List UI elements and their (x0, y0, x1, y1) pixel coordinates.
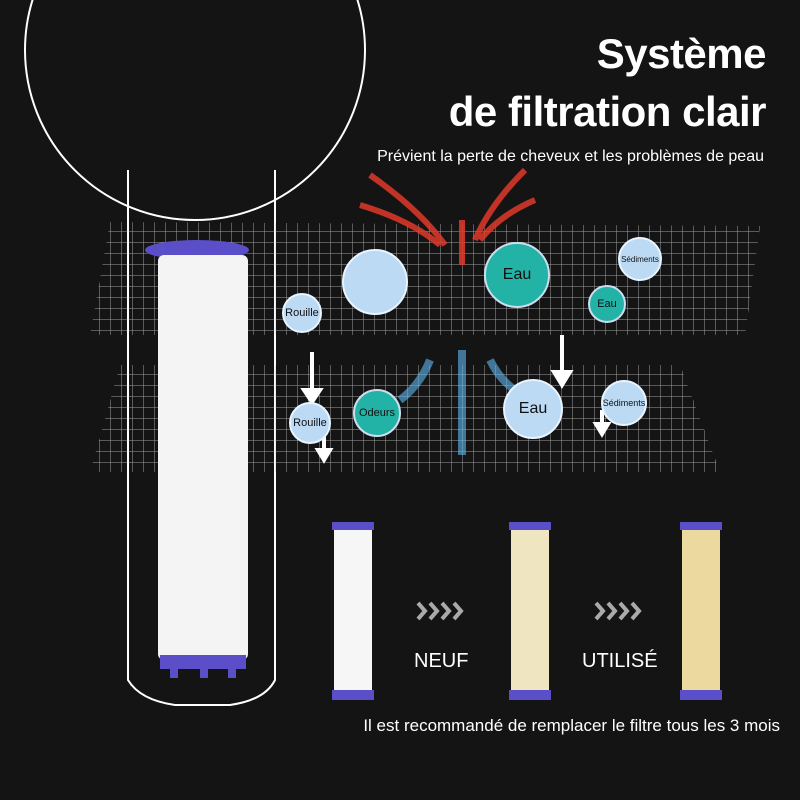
water-bubble-small: Eau (588, 285, 626, 323)
sediments-bubble-top: Sédiments (618, 237, 662, 281)
label-used: UTILISÉ (582, 650, 658, 672)
rust-bubble-bottom: Rouille (289, 402, 331, 444)
label-new: NEUF (414, 650, 469, 672)
filter-cartridge-main (145, 240, 249, 678)
title-line-2: de filtration clair (448, 88, 767, 135)
sediments-bubble-bottom: Sédiments (601, 380, 647, 426)
subtitle: Prévient la perte de cheveux et les prob… (377, 148, 764, 165)
filter-partially-used (509, 522, 551, 700)
filter-new (332, 522, 374, 700)
replacement-note: Il est recommandé de remplacer le filtre… (363, 716, 780, 735)
filter-used (680, 522, 722, 700)
water-bubble-bottom: Eau (503, 379, 563, 439)
incoming-arrows (359, 167, 537, 265)
water-bubble-large: Eau (484, 242, 550, 308)
white-down-arrows (300, 335, 612, 464)
shower-head-outline (24, 0, 366, 706)
odors-bubble: Odeurs (353, 389, 401, 437)
particle-bubble (342, 249, 408, 315)
chevron-arrows-icon (416, 601, 642, 621)
rust-bubble-top: Rouille (282, 293, 322, 333)
title-line-1: Système (596, 30, 767, 77)
